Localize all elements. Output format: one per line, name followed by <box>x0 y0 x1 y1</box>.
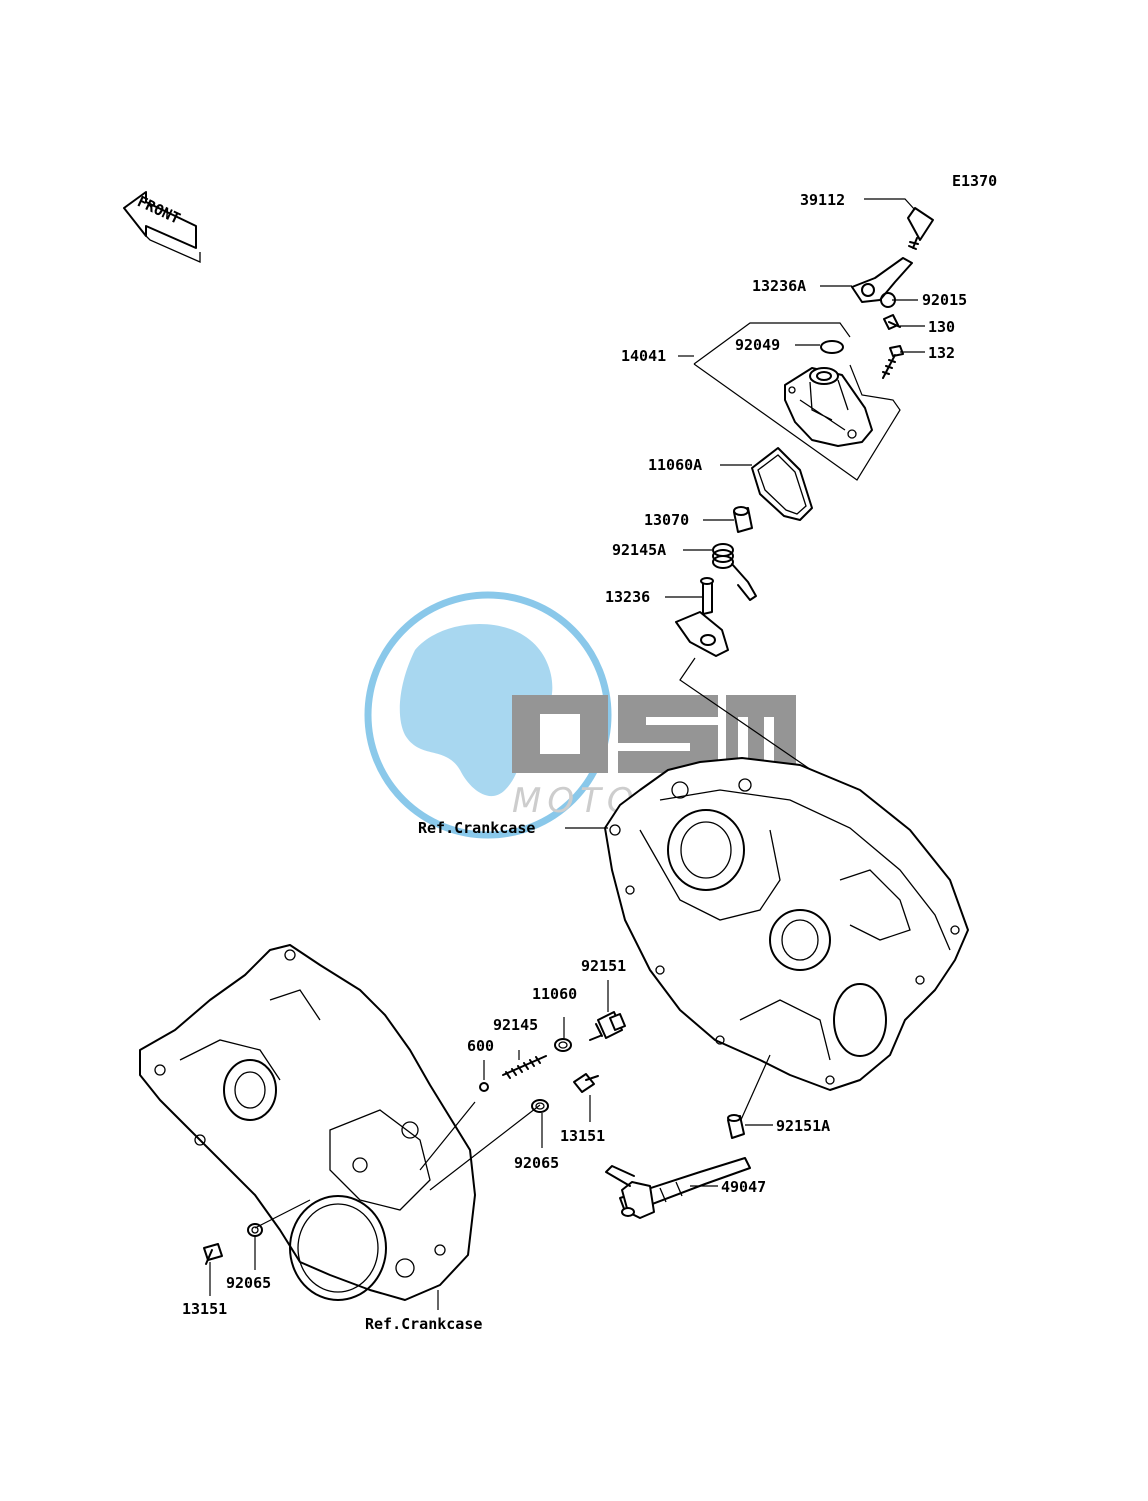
part-92145a-spring-drawing <box>712 543 757 601</box>
part-92145-spring-drawing <box>502 1055 547 1079</box>
label-92049: 92049 <box>735 336 780 354</box>
label-92015: 92015 <box>922 291 967 309</box>
label-11060a: 11060A <box>648 456 702 474</box>
label-ref-crankcase-lower: Ref.Crankcase <box>365 1315 482 1333</box>
label-14041: 14041 <box>621 347 666 365</box>
part-49047-shift-shaft-drawing <box>605 1157 751 1219</box>
part-13236a-lever-drawing <box>851 257 913 303</box>
label-92145a: 92145A <box>612 541 666 559</box>
part-13070-bushing-drawing <box>733 506 753 533</box>
label-13070: 13070 <box>644 511 689 529</box>
label-132: 132 <box>928 344 955 362</box>
label-92151a: 92151A <box>776 1117 830 1135</box>
part-92151-plug-drawing <box>589 1011 626 1041</box>
label-92065-center: 92065 <box>514 1154 559 1172</box>
label-600: 600 <box>467 1037 494 1055</box>
watermark-letter-m <box>726 695 796 773</box>
label-ref-crankcase-upper: Ref.Crankcase <box>418 819 535 837</box>
front-arrow-icon: FRONT <box>123 191 201 263</box>
part-39112-pedal-drawing <box>907 207 934 250</box>
part-132-bolt-drawing <box>882 345 904 379</box>
label-130: 130 <box>928 318 955 336</box>
part-92065a-washer-drawing <box>531 1099 549 1113</box>
label-13236a: 13236A <box>752 277 806 295</box>
part-130-bolt-drawing <box>883 314 901 330</box>
label-92151: 92151 <box>581 957 626 975</box>
label-13151-center: 13151 <box>560 1127 605 1145</box>
part-11060-washer-drawing <box>554 1038 572 1052</box>
part-92151a-plug-drawing <box>727 1114 745 1139</box>
part-13236-shaft-drawing <box>675 577 729 657</box>
label-13151-left: 13151 <box>182 1300 227 1318</box>
part-92065b-washer-drawing <box>247 1223 263 1237</box>
part-13151a-bolt-drawing <box>573 1073 599 1093</box>
label-39112: 39112 <box>800 191 845 209</box>
label-49047: 49047 <box>721 1178 766 1196</box>
part-92049-oil-seal-drawing <box>820 340 844 354</box>
part-11060a-gasket-drawing <box>751 447 813 521</box>
part-13151b-bolt-drawing <box>203 1243 223 1265</box>
diagram-code: E1370 <box>952 172 997 190</box>
label-11060: 11060 <box>532 985 577 1003</box>
part-14041-cover-drawing <box>784 367 873 447</box>
crankcase-right-drawing <box>604 757 969 1091</box>
label-13236: 13236 <box>605 588 650 606</box>
leader-lines <box>209 198 925 1310</box>
watermark-letter-s <box>618 695 718 773</box>
part-600-ball-drawing <box>479 1082 489 1092</box>
label-92145: 92145 <box>493 1016 538 1034</box>
crankcase-left-drawing <box>139 944 476 1301</box>
label-92065-left: 92065 <box>226 1274 271 1292</box>
